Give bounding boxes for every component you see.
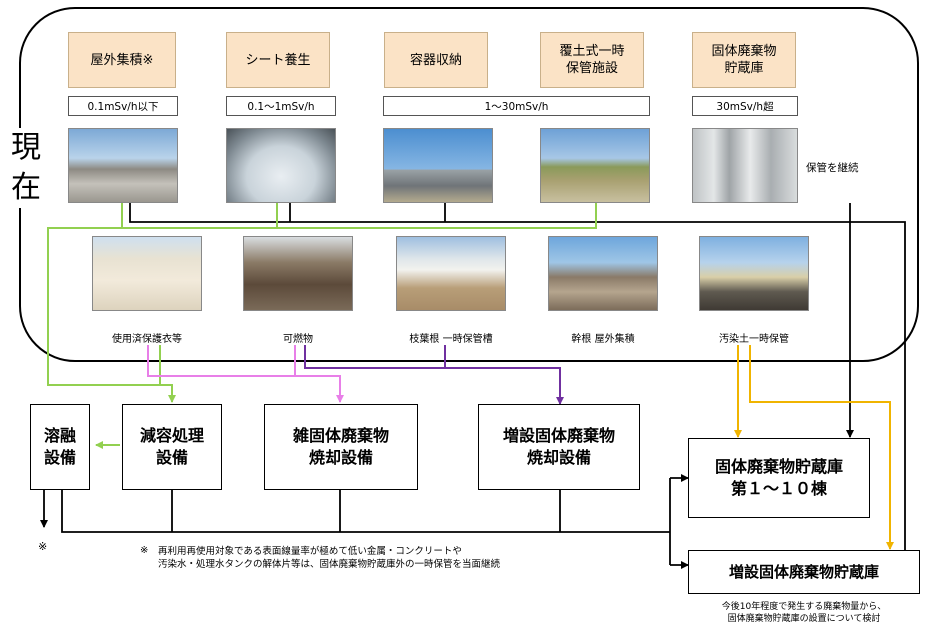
photo-combustibles [243,236,353,311]
photo-container-storage [383,128,493,203]
photo-used-protective-clothing [92,236,202,311]
solid-waste-storage-bldg-box: 固体廃棄物貯蔵庫 第１〜１０棟 [688,438,870,518]
orange-flow-lines [734,345,894,550]
footnote-mark: ※ [140,545,149,556]
dose-rate-label: 0.1〜1mSv/h [247,100,315,113]
category-soil-covered-facility: 覆土式一時 保管施設 [540,32,644,88]
facility-label: 増設固体廃棄物貯蔵庫 [728,563,879,581]
dose-rate-mid: 0.1〜1mSv/h [226,96,336,116]
facility-label: 増設固体廃棄物 焼却設備 [502,426,615,467]
additional-incineration-facility-box: 増設固体廃棄物 焼却設備 [478,404,640,490]
category-outdoor-pile: 屋外集積※ [68,32,176,88]
asterisk-mark: ※ [38,540,48,553]
dose-rate-label: 0.1mSv/h以下 [87,100,159,113]
category-label: 容器収納 [409,52,462,68]
green-flow-lines [47,203,597,449]
footnote-text: 再利用再使用対象である表面線量率が極めて低い金属・コンクリートや 汚染水・処理水… [158,546,501,570]
misc-incineration-facility-box: 雑固体廃棄物 焼却設備 [264,404,418,490]
category-solid-waste-storage: 固体廃棄物 貯蔵庫 [692,32,796,88]
category-label: 屋外集積※ [90,52,154,68]
photo-sheet-cover [226,128,336,203]
photo-trunk-root-pile [548,236,658,311]
additional-storage-bldg-box: 増設固体廃棄物貯蔵庫 [688,550,920,594]
bottom-note: 今後10年程度で発生する廃棄物量から、 固体廃棄物貯蔵庫の設置について検討 [721,602,887,624]
caption-branch-leaf-storage: 枝葉根 一時保管槽 [409,334,493,345]
melting-facility-box: 溶融 設備 [30,404,90,490]
category-label: 固体廃棄物 貯蔵庫 [711,44,777,76]
continue-storage-label: 保管を継続 [806,162,859,174]
category-label: シート養生 [245,52,311,68]
purple-flow-lines [304,345,564,405]
facility-label: 減容処理 設備 [139,426,204,467]
facility-label: 雑固体廃棄物 焼却設備 [292,426,389,467]
photo-solid-waste-storage [692,128,798,203]
caption-trunk-root-pile: 幹根 屋外集積 [571,334,635,345]
category-container: 容器収納 [384,32,488,88]
dose-rate-low: 0.1mSv/h以下 [68,96,178,116]
photo-contaminated-soil [699,236,809,311]
current-label: 現 在 [6,128,46,208]
caption-contaminated-soil: 汚染土一時保管 [719,334,789,345]
category-label: 覆土式一時 保管施設 [559,44,625,76]
category-sheet-cover: シート養生 [226,32,330,88]
facility-label: 固体廃棄物貯蔵庫 第１〜１０棟 [714,457,843,498]
dose-rate-high: 1〜30mSv/h [383,96,650,116]
caption-used-protective-clothing: 使用済保護衣等 [112,334,182,345]
pink-flow-lines [147,345,344,403]
photo-outdoor-pile [68,128,178,203]
photo-branch-leaf-storage [396,236,506,311]
dose-rate-very-high: 30mSv/h超 [692,96,798,116]
volume-reduction-facility-box: 減容処理 設備 [122,404,222,490]
caption-combustibles: 可燃物 [283,334,313,345]
dose-rate-label: 30mSv/h超 [716,100,774,113]
dose-rate-label: 1〜30mSv/h [484,100,549,113]
photo-soil-covered-facility [540,128,650,203]
facility-label: 溶融 設備 [43,426,76,467]
